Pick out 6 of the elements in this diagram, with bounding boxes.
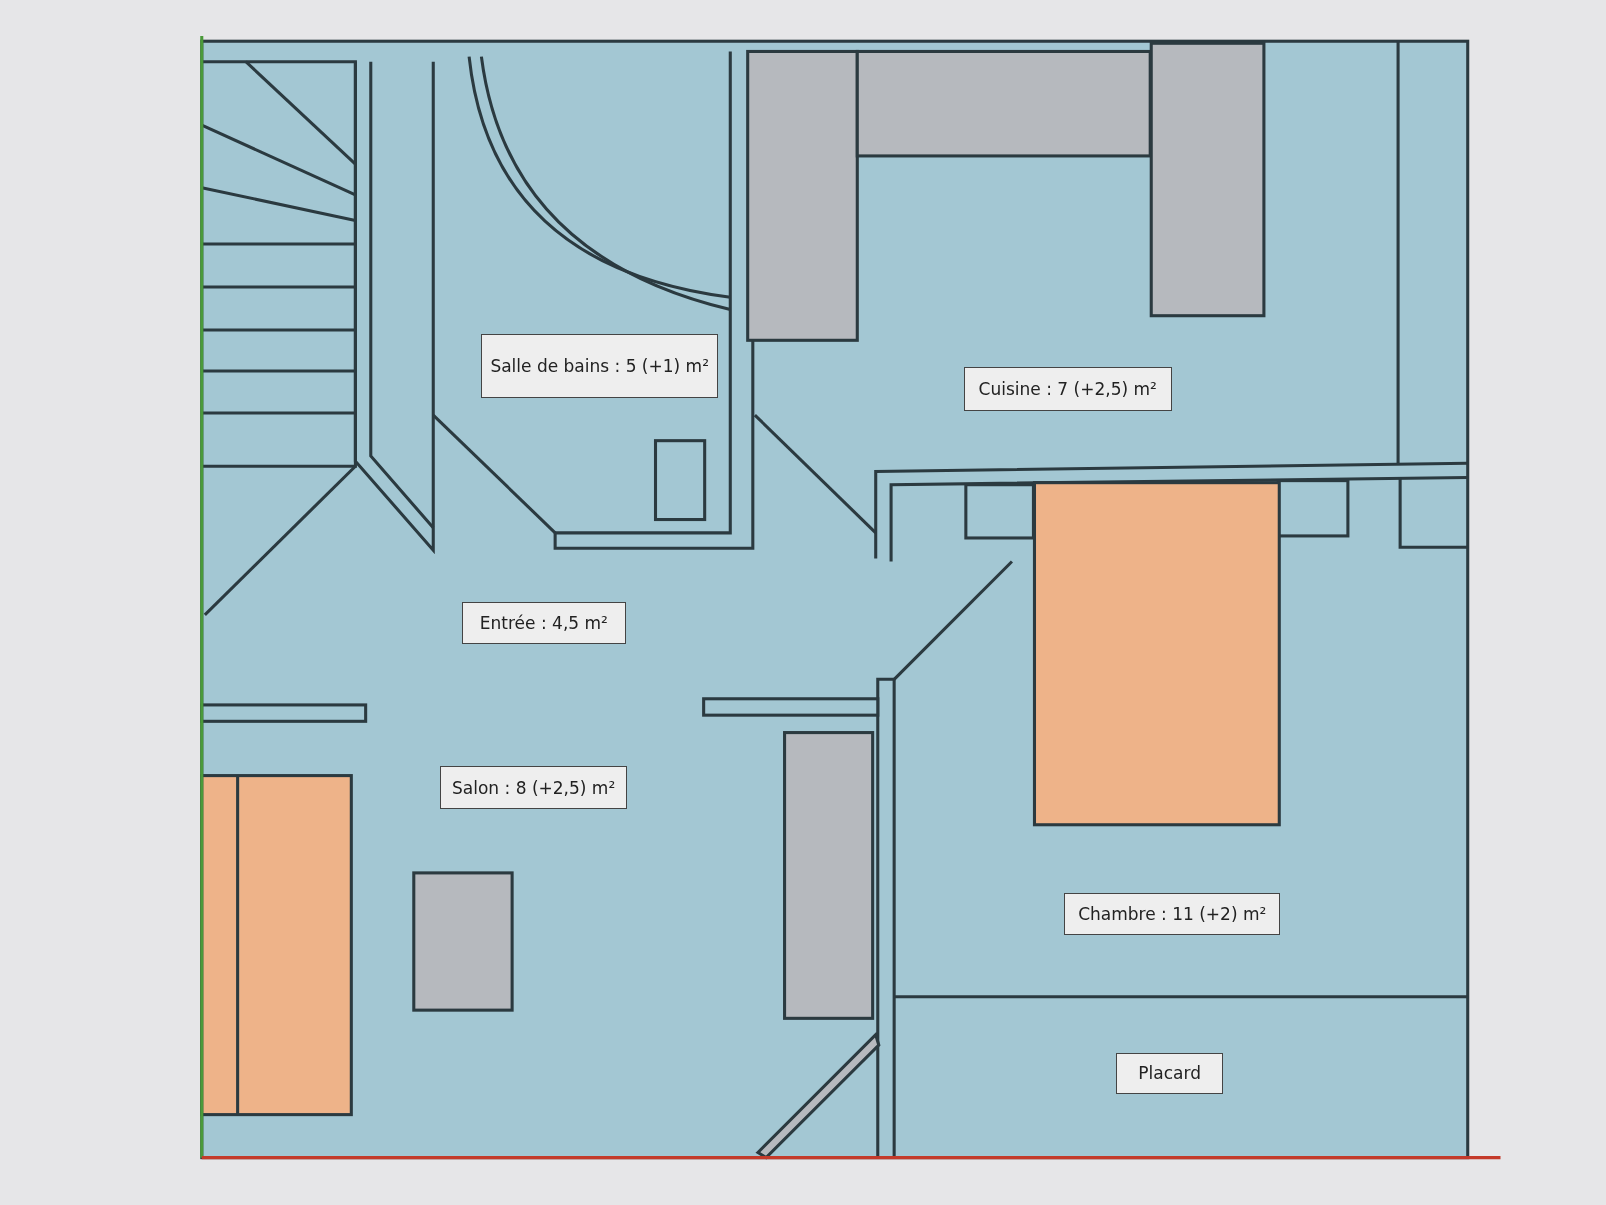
room-label: Salle de bains : 5 (+1) m² <box>481 333 718 399</box>
room-label: Entrée : 4,5 m² <box>461 602 626 645</box>
room-label: Chambre : 11 (+2) m² <box>1064 893 1281 936</box>
room-label: Cuisine : 7 (+2,5) m² <box>963 366 1172 411</box>
room-label: Salon : 8 (+2,5) m² <box>440 766 627 810</box>
room-label: Placard <box>1116 1052 1223 1094</box>
